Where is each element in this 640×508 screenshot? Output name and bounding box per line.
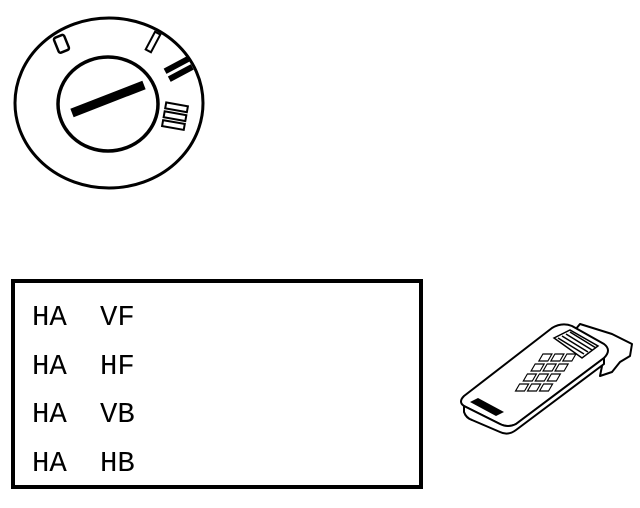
display-line-code: VB xyxy=(100,398,135,431)
ignition-switch-icon xyxy=(13,16,205,190)
position-0-marker xyxy=(52,33,71,54)
tester-screen xyxy=(552,329,600,359)
ignition-key-icon xyxy=(70,80,146,118)
position-3-marker xyxy=(160,101,190,132)
display-line-code: HF xyxy=(100,350,135,383)
display-panel: HA VF HA HF HA VB HA HB xyxy=(11,279,423,489)
display-line-prefix: HA xyxy=(32,398,67,431)
switch-barrel xyxy=(56,55,160,153)
display-line: HA VF xyxy=(32,302,135,334)
display-line-code: VF xyxy=(100,301,135,334)
display-line-prefix: HA xyxy=(32,301,67,334)
display-line-prefix: HA xyxy=(32,447,67,480)
display-line: HA HB xyxy=(32,448,135,480)
display-line: HA VB xyxy=(32,399,135,431)
handheld-tester-icon xyxy=(460,323,633,435)
position-1-marker xyxy=(144,30,162,54)
tester-label-strip xyxy=(470,398,504,416)
position-2-marker xyxy=(163,56,194,82)
display-line-code: HB xyxy=(100,447,135,480)
display-line: HA HF xyxy=(32,351,135,383)
display-line-prefix: HA xyxy=(32,350,67,383)
tester-keypad xyxy=(514,353,577,392)
tester-body-side xyxy=(463,357,605,435)
